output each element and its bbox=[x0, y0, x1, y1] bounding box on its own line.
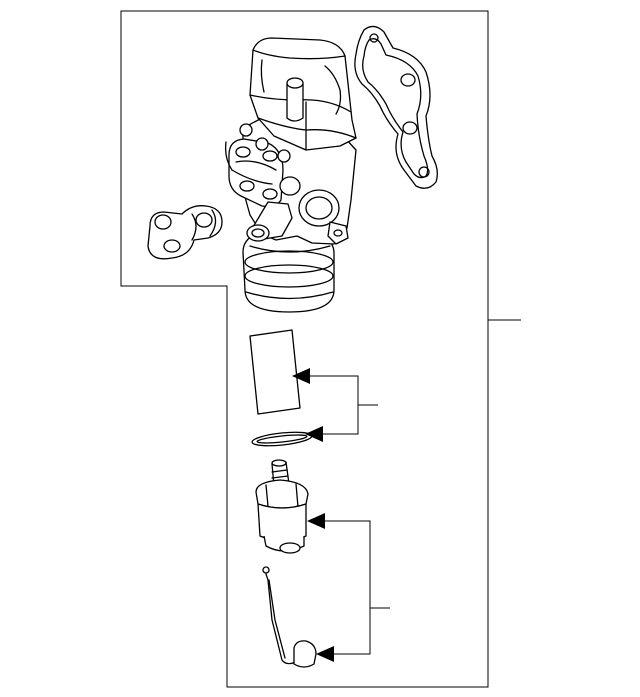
o-ring-icon bbox=[251, 431, 313, 447]
leader-group-lower bbox=[307, 513, 390, 662]
filter-cap-icon bbox=[255, 459, 309, 554]
arrow-filter-element bbox=[292, 368, 310, 384]
gasket-icon bbox=[354, 25, 438, 189]
leader-group-upper bbox=[292, 368, 378, 442]
seal-icon bbox=[147, 205, 223, 260]
arrow-drain-tube bbox=[316, 646, 334, 662]
arrow-o-ring bbox=[305, 426, 323, 442]
diagram-frame bbox=[120, 10, 489, 688]
oil-filter-housing-icon bbox=[224, 37, 357, 313]
drain-tube-icon bbox=[262, 566, 317, 668]
arrow-cap bbox=[307, 513, 325, 529]
filter-element-icon bbox=[249, 329, 301, 415]
